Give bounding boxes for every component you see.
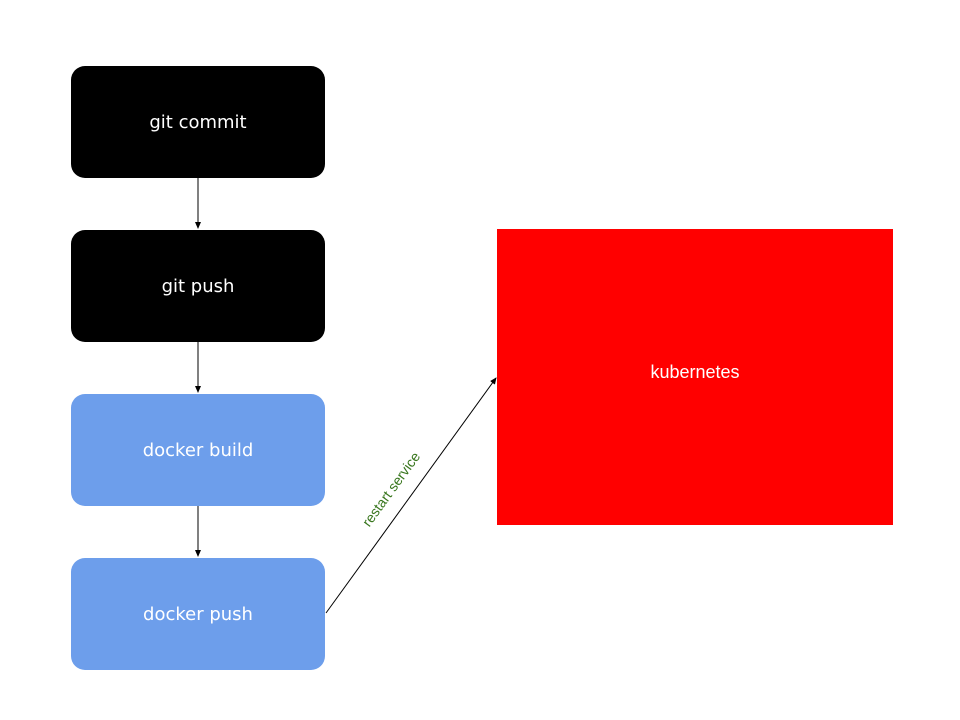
step-label: docker push: [143, 603, 253, 625]
step-label: git commit: [149, 111, 247, 133]
step-docker-push: docker push: [71, 558, 325, 670]
kubernetes-label: kubernetes: [650, 361, 740, 382]
kubernetes-box: kubernetes: [497, 229, 893, 525]
step-label: git push: [161, 275, 235, 297]
step-label: docker build: [142, 439, 254, 461]
step-git-commit: git commit: [71, 66, 325, 178]
edge-label-restart-service: restart service: [359, 449, 424, 530]
arrow-docker-push-to-kubernetes: [325, 377, 497, 614]
step-git-push: git push: [71, 230, 325, 342]
step-docker-build: docker build: [71, 394, 325, 506]
